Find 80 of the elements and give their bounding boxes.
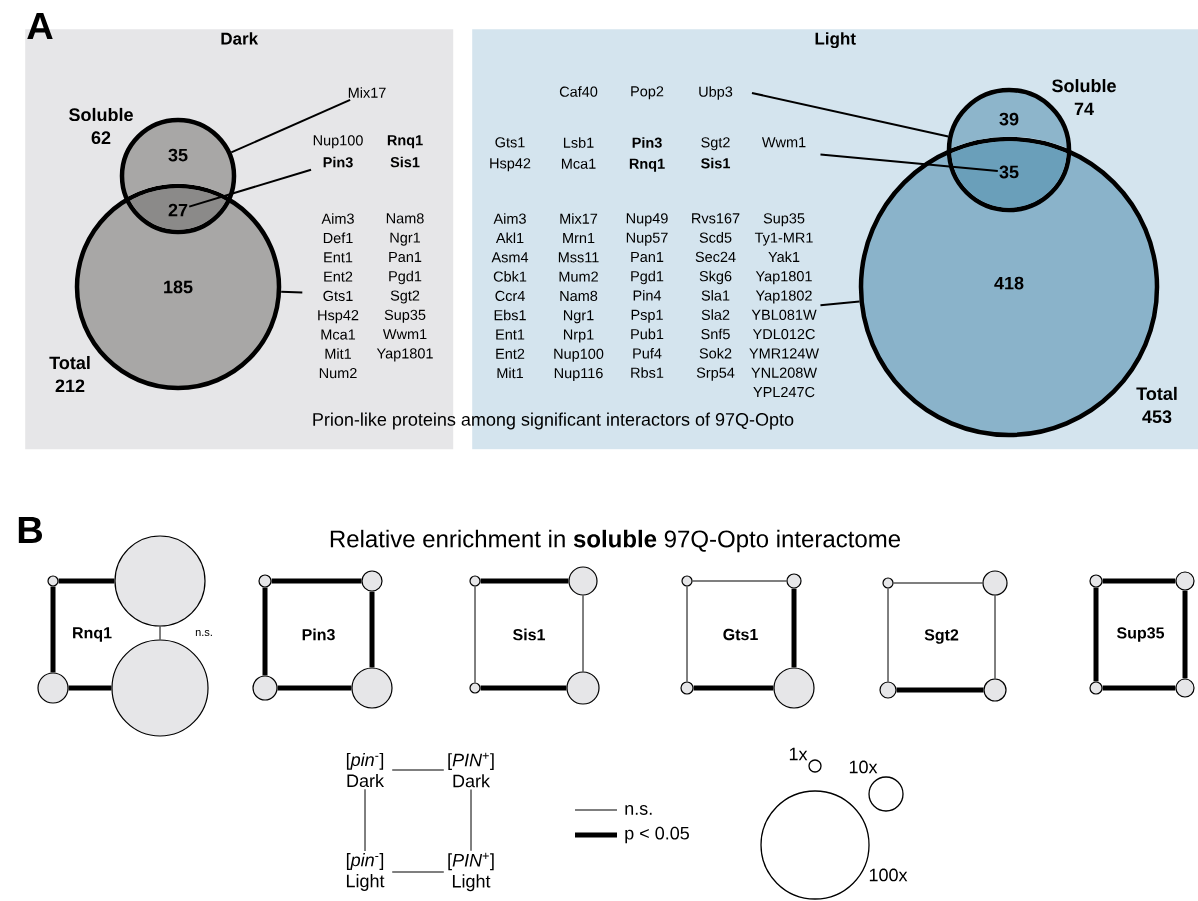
gene-list: Caf40 Pop2 Ubp3	[559, 86, 733, 100]
leader-line	[750, 91, 950, 138]
enrichment-circle	[566, 671, 600, 705]
connector-line	[896, 687, 984, 693]
set-label: Soluble 62	[69, 107, 133, 145]
gene-label: Sis1	[513, 628, 545, 641]
gene-label: Pin3	[302, 628, 335, 641]
enrichment-circle	[114, 535, 206, 627]
caption: Prion-like proteins among significant interactors of 97Q-Opto	[313, 412, 794, 430]
enrichment-circle	[37, 672, 69, 704]
edge-label: n.s.	[194, 629, 214, 637]
connector-line	[887, 588, 889, 682]
gene-label: Gts1	[723, 628, 758, 641]
overlap-region: 27	[130, 188, 226, 230]
gene-label: Sgt2	[924, 629, 959, 644]
connector-line	[50, 586, 56, 673]
connector-line	[262, 587, 268, 676]
leader-line	[230, 98, 352, 154]
condition-label: [pin$^{-}$] Light	[346, 853, 385, 891]
gene-list: Aim3 Akl1 Asm4 Cbk1 Ccr4 Ebs1 Ent1 Ent2 Mit1 Mix17 Mrn1 Mss11 Mum2 Nam8 Ngr1 Nrp1 Nup100 Nup116 Nup49 Nup57 Pan1 Pgd1 Pin4 Psp1 Pub1 Puf4 Rbs1 Rvs167 Scd5 Sec24 Skg6 Sla1 Sla2 Snf5 Sok2 Srp54 Sup35 Ty1-MR1 Yak1 Yap1801 Yap1802 YBL081W YDL012C YMR124W YNL208W YPL247C	[491, 213, 819, 398]
connector-line	[271, 578, 362, 584]
connector-line	[994, 595, 996, 679]
enrichment-circle	[773, 667, 815, 709]
connector-line	[480, 685, 567, 691]
gene-list: Mix17	[348, 87, 386, 98]
node-label: 39	[999, 112, 1019, 126]
condition-label: [PIN$^{+}$] Dark	[448, 752, 494, 788]
connector-line	[480, 578, 569, 584]
gene-label: Rnq1	[73, 627, 112, 642]
connector-line	[474, 586, 476, 683]
connector-line	[1182, 590, 1188, 679]
enrichment-circle	[1175, 571, 1195, 591]
connector-line	[391, 769, 445, 771]
connector-line	[58, 578, 115, 584]
gene-label: Sup35	[1116, 627, 1165, 642]
set-label: Total 212	[49, 355, 90, 392]
enrichment-circle	[361, 570, 383, 592]
enrichment-circle	[111, 639, 209, 737]
connector-line	[582, 595, 584, 672]
connector-line	[686, 586, 688, 682]
panel-letter: A	[27, 12, 53, 40]
leader-line	[819, 300, 861, 307]
connector-line	[893, 582, 983, 584]
enrichment-circle	[1175, 678, 1195, 698]
legend-item: n.s.	[574, 805, 652, 815]
connector-line	[369, 591, 375, 668]
condition-label: [PIN$^{+}$] Light	[448, 852, 494, 892]
gene-list: Aim3 Def1 Ent1 Ent2 Gts1 Hsp42 Mca1 Mit1 Num2 Nam8 Ngr1 Pan1 Pgd1 Sgt2 Sup35 Wwm1 Yap1801	[318, 213, 433, 379]
connector-line	[693, 685, 774, 691]
gene-list: Nup100 Pin3 Rnq1 Sis1	[313, 135, 423, 168]
connector-line	[1102, 685, 1176, 691]
legend-item: 1x	[789, 747, 822, 773]
legend-item: p < 0.05	[575, 826, 689, 844]
leader-line	[280, 290, 304, 294]
connector-line	[692, 580, 787, 582]
connector-line	[277, 685, 352, 691]
condition-label: [pin$^{-}$] Dark	[346, 752, 385, 788]
panel-letter: B	[18, 516, 42, 544]
enrichment-circle	[786, 573, 802, 589]
set-label: Total 453	[1136, 386, 1177, 424]
enrichment-circle	[252, 675, 278, 701]
connector-line	[1102, 578, 1176, 584]
connector-line	[791, 588, 797, 668]
enrichment-circle	[351, 667, 393, 709]
overlap-region: 35	[951, 141, 1067, 208]
enrichment-circle	[568, 566, 598, 596]
connector-line	[68, 685, 112, 691]
connector-line	[470, 789, 472, 852]
panel-title: Relative enrichment in soluble 97Q-Opto interactome	[330, 529, 900, 553]
connector-line	[364, 788, 366, 852]
enrichment-circle	[983, 678, 1007, 702]
connector-line	[391, 871, 445, 873]
set-label: Soluble 74	[1052, 78, 1116, 115]
connector-line	[1093, 587, 1099, 682]
node-label: 35	[168, 148, 188, 162]
enrichment-circle	[879, 681, 897, 699]
leader-line	[819, 153, 999, 172]
gene-list: Gts1 Hsp42 Lsb1 Mca1 Pin3 Rnq1 Sgt2 Sis1 Wwm1	[490, 137, 806, 172]
connector-line	[159, 626, 161, 640]
enrichment-circle	[982, 570, 1008, 596]
